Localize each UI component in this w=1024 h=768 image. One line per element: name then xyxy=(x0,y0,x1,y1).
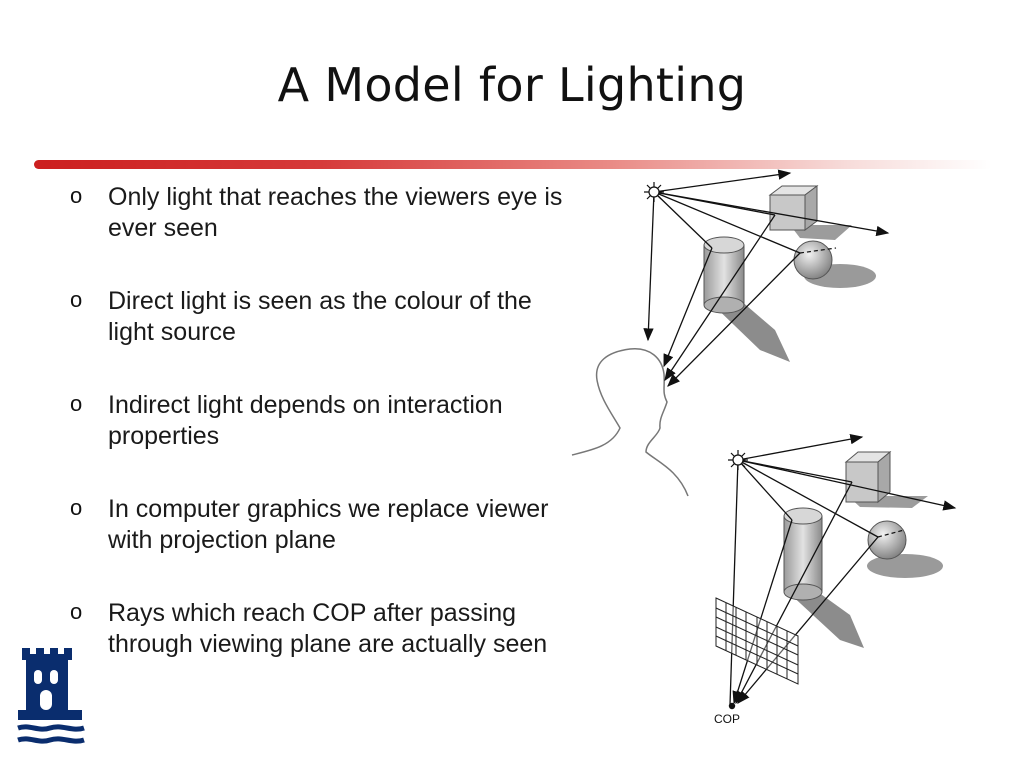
cylinder xyxy=(783,515,823,593)
bullet-item: o Only light that reaches the viewers ey… xyxy=(70,182,570,244)
bullet-marker: o xyxy=(70,183,83,208)
bullet-item: o Direct light is seen as the colour of … xyxy=(70,286,570,348)
bullet-marker: o xyxy=(70,495,83,520)
cylinder xyxy=(703,244,745,306)
sphere-shadow xyxy=(867,554,943,578)
viewer-head-outline xyxy=(571,348,689,497)
bullet-item: o Indirect light depends on interaction … xyxy=(70,390,570,452)
cube-front xyxy=(769,194,806,231)
viewer-lighting-diagram xyxy=(571,169,890,497)
cylinder-base xyxy=(783,583,823,601)
university-logo-icon xyxy=(17,648,85,744)
bullet-text: Indirect light depends on interaction pr… xyxy=(108,391,503,450)
bullet-item: o In computer graphics we replace viewer… xyxy=(70,494,570,556)
sphere xyxy=(867,520,907,560)
light-source-icon xyxy=(644,182,664,202)
bullet-text: In computer graphics we replace viewer w… xyxy=(108,495,549,554)
cop-label: COP xyxy=(714,712,741,726)
bullet-item: o Rays which reach COP after passing thr… xyxy=(70,598,570,660)
cube-side xyxy=(877,450,891,504)
bullet-marker: o xyxy=(70,287,83,312)
cylinder-top xyxy=(783,507,823,525)
title-divider xyxy=(34,160,992,169)
cylinder-base xyxy=(703,296,745,314)
cop-point xyxy=(728,702,736,710)
light-source-icon xyxy=(728,450,748,470)
cylinder-top xyxy=(703,236,745,254)
projection-plane-grid xyxy=(715,597,799,685)
bullet-text: Rays which reach COP after passing throu… xyxy=(108,599,548,658)
projection-plane-diagram xyxy=(715,434,957,710)
bullet-text: Direct light is seen as the colour of th… xyxy=(108,287,532,346)
bullet-list: o Only light that reaches the viewers ey… xyxy=(70,182,570,702)
slide-title: A Model for Lighting xyxy=(277,58,747,112)
cylinder-shadow xyxy=(708,300,790,362)
bullet-marker: o xyxy=(70,599,83,624)
sphere xyxy=(793,240,833,280)
cylinder-shadow xyxy=(788,592,864,648)
bullet-text: Only light that reaches the viewers eye … xyxy=(108,183,563,242)
bullet-marker: o xyxy=(70,391,83,416)
